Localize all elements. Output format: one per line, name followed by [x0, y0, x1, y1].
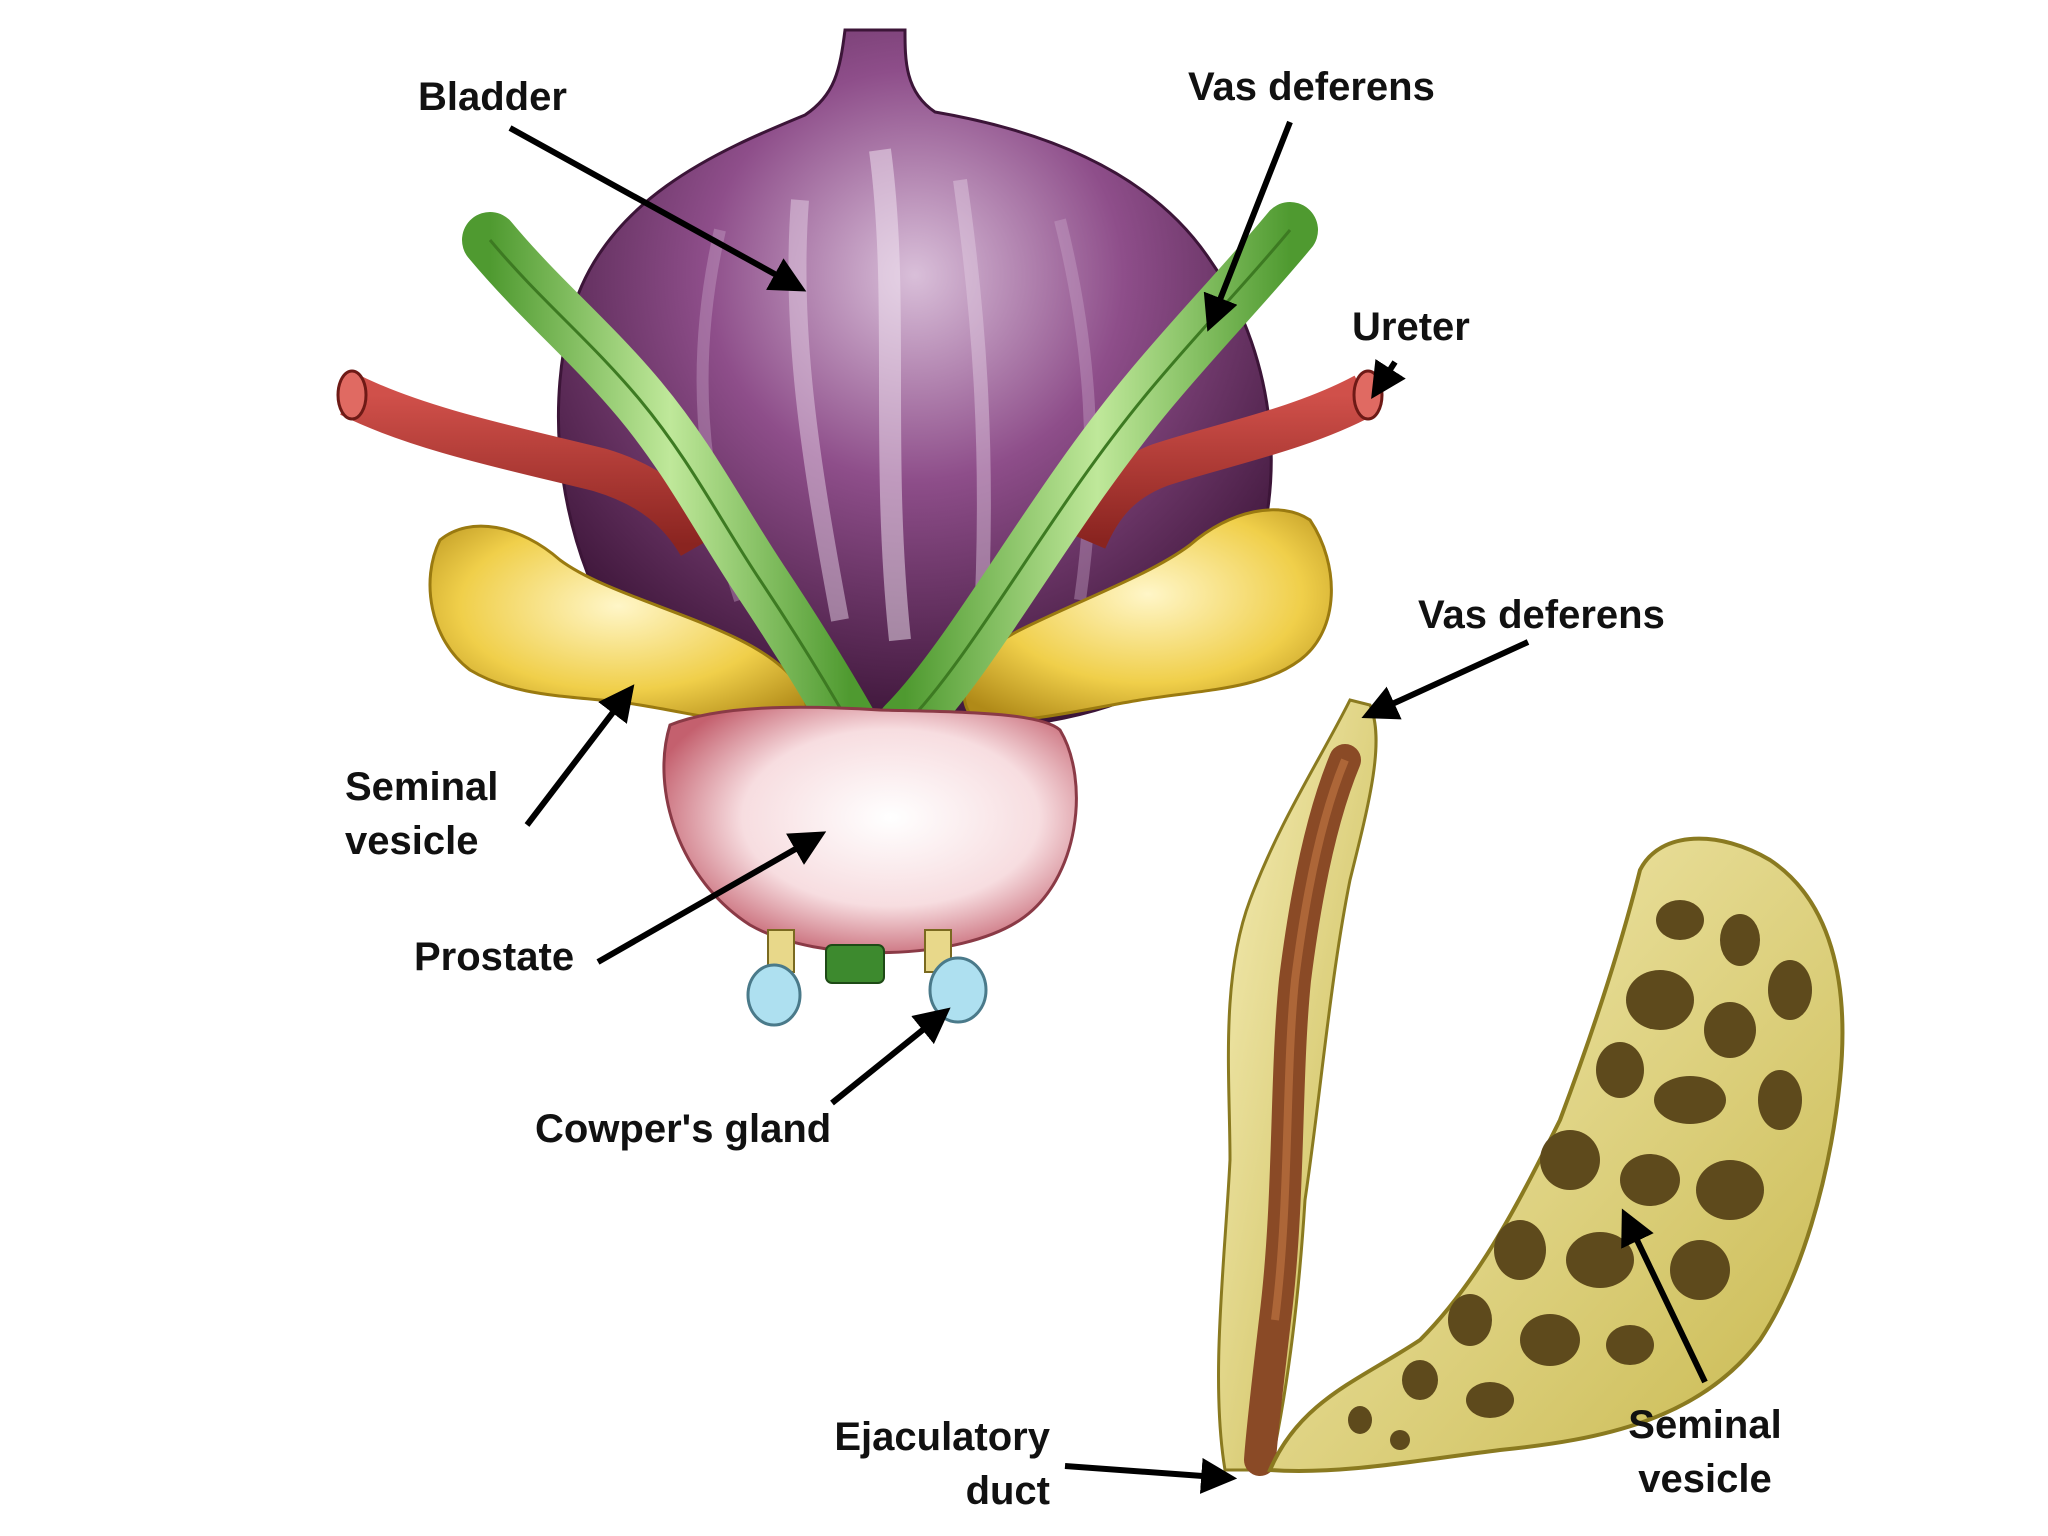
- arrow-cowpers-gland: [830, 1007, 951, 1106]
- label-ejaculatory-duct-line2: duct: [965, 1469, 1050, 1513]
- arrow-seminal-vesicle-detail: [1621, 1208, 1708, 1384]
- label-vas-deferens-top: Vas deferens: [1188, 65, 1435, 109]
- arrow-seminal-vesicle-left: [524, 684, 635, 827]
- urethra: [825, 944, 885, 984]
- label-ejaculatory-duct: Ejaculatory duct: [770, 1410, 1050, 1518]
- arrow-vas-deferens-top: [1203, 120, 1293, 332]
- ureter-left: [336, 369, 720, 557]
- arrow-prostate: [596, 831, 827, 965]
- label-prostate: Prostate: [414, 935, 575, 979]
- label-seminal-vesicle-detail-line1: Seminal: [1628, 1403, 1782, 1447]
- arrow-bladder: [508, 125, 807, 292]
- label-bladder: Bladder: [418, 75, 567, 119]
- label-vas-deferens-detail: Vas deferens: [1418, 593, 1665, 637]
- arrow-ejaculatory-duct: [1064, 1457, 1238, 1494]
- cowpers-gland-left: [746, 929, 802, 1027]
- label-ureter: Ureter: [1352, 305, 1470, 349]
- detail-seminal-vesicle: [1267, 836, 1845, 1473]
- cowpers-gland-right: [924, 929, 988, 1024]
- label-arrows: [508, 120, 1708, 1494]
- label-cowpers-gland: Cowper's gland: [535, 1107, 832, 1151]
- label-seminal-vesicle-detail-line2: vesicle: [1638, 1457, 1772, 1501]
- arrow-ureter: [1371, 359, 1406, 400]
- label-seminal-vesicle-left-line2: vesicle: [345, 819, 479, 863]
- vas-deferens-left: [462, 212, 878, 753]
- detail-duct: [1217, 698, 1378, 1476]
- label-ejaculatory-duct-line1: Ejaculatory: [834, 1415, 1050, 1459]
- label-seminal-vesicle-left-line1: Seminal: [345, 765, 499, 809]
- prostate: [662, 705, 1078, 955]
- label-seminal-vesicle-left: Seminal vesicle: [345, 760, 498, 868]
- arrow-vas-deferens-detail: [1361, 639, 1530, 720]
- label-seminal-vesicle-detail: Seminal vesicle: [1610, 1398, 1800, 1506]
